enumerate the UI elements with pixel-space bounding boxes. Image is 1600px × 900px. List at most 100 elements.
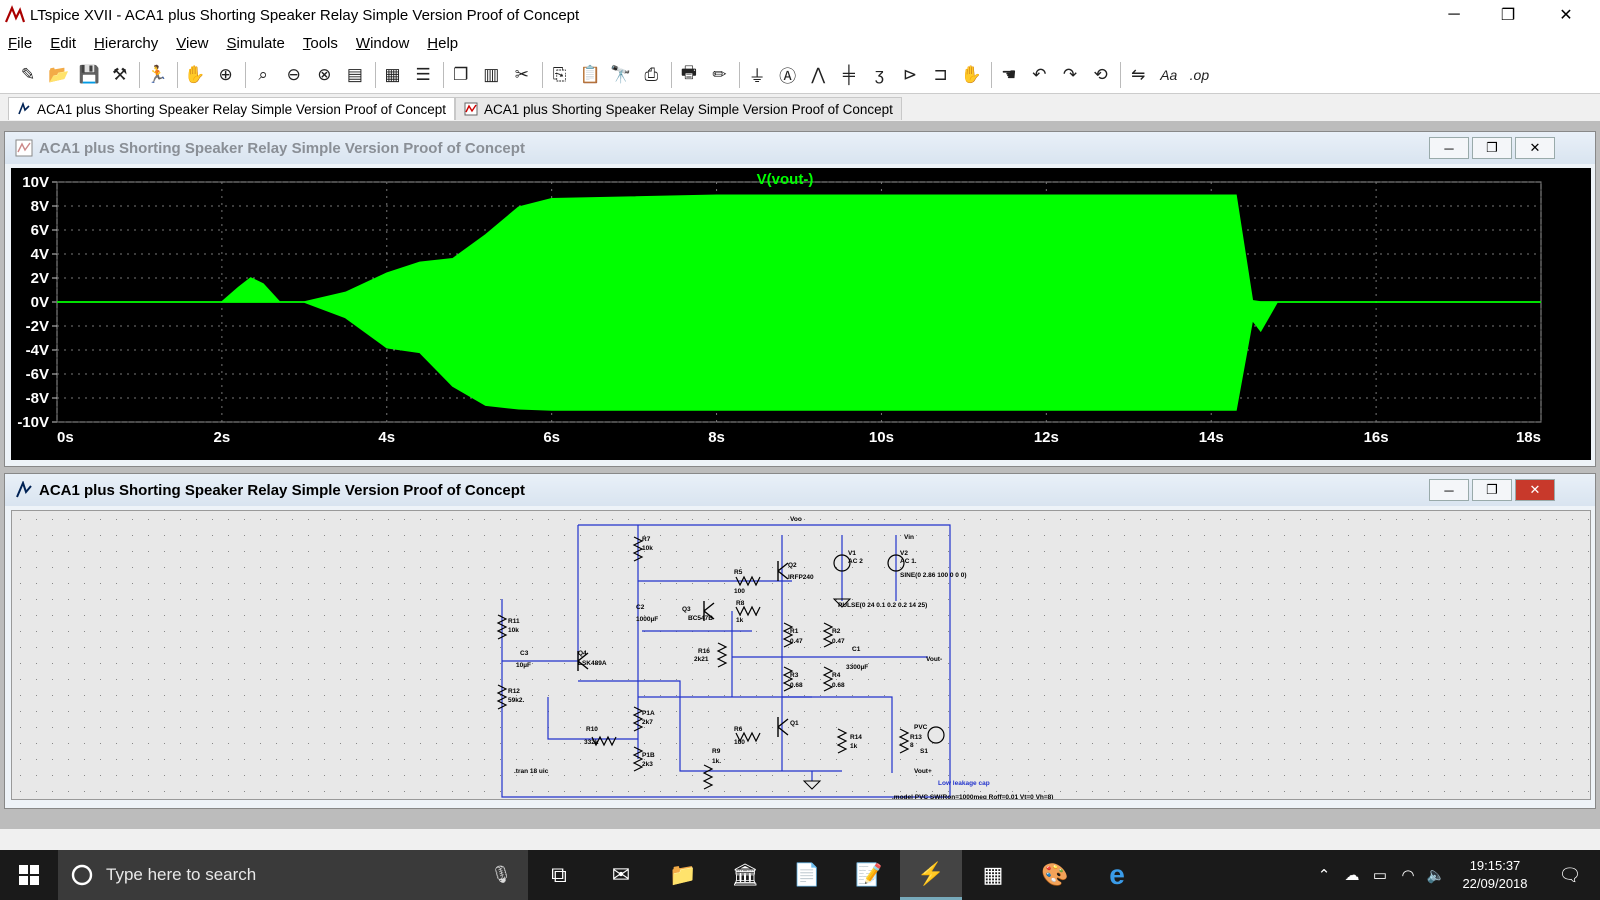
resistor-symbol[interactable] <box>716 642 728 668</box>
save-icon[interactable]: 💾 <box>78 64 100 84</box>
schematic-label[interactable]: BC547B <box>688 615 713 622</box>
resistor-symbol[interactable] <box>822 666 834 692</box>
schematic-label[interactable]: R12 <box>508 688 520 695</box>
schematic-label[interactable]: SINE(0 2.86 100 0 0 0) <box>900 572 967 579</box>
edge-icon[interactable]: e <box>1109 859 1125 890</box>
find-icon[interactable]: 🔭 <box>610 64 632 84</box>
resistor-symbol[interactable] <box>496 614 508 640</box>
tab-schematic[interactable]: ACA1 plus Shorting Speaker Relay Simple … <box>8 97 455 120</box>
schematic-label[interactable]: 100 <box>734 588 745 595</box>
menu-tools[interactable]: Tools <box>302 34 338 52</box>
resistor-symbol[interactable] <box>735 575 761 587</box>
schematic-label[interactable]: 0.47 <box>790 638 803 645</box>
spice-directive-icon[interactable]: .op <box>1189 66 1210 83</box>
schematic-label[interactable]: AC 2 <box>848 558 863 565</box>
schematic-label[interactable]: 0.68 <box>790 682 803 689</box>
source-symbol[interactable] <box>887 554 905 572</box>
menu-file[interactable]: File <box>8 34 33 52</box>
resistor-symbol[interactable] <box>782 666 794 692</box>
schematic-label[interactable]: R9 <box>712 748 721 755</box>
resistor-symbol[interactable] <box>496 684 508 710</box>
schematic-label[interactable]: V1 <box>848 550 856 557</box>
resistor-symbol[interactable] <box>632 706 644 732</box>
wire-icon[interactable]: ✏ <box>712 64 727 84</box>
menu-help[interactable]: Help <box>427 34 459 52</box>
schematic-label[interactable]: Vin <box>904 534 914 541</box>
onedrive-icon[interactable]: ☁ <box>1344 867 1360 884</box>
zoom-fit-icon[interactable]: ⌕ <box>258 64 268 84</box>
volume-icon[interactable]: 🔈 <box>1426 867 1446 884</box>
schematic-label[interactable]: PVC <box>914 724 928 731</box>
tab-waveform[interactable]: ACA1 plus Shorting Speaker Relay Simple … <box>454 97 902 120</box>
menu-simulate[interactable]: Simulate <box>226 34 285 52</box>
bank-icon[interactable]: 🏛 <box>731 862 759 887</box>
paint-icon[interactable]: 🎨 <box>1041 862 1069 887</box>
schematic-label[interactable]: LSK489A <box>578 660 607 667</box>
mirror-icon[interactable]: ⇋ <box>1131 64 1146 84</box>
close-button[interactable]: ✕ <box>1559 7 1573 24</box>
schematic-label[interactable]: P1A <box>642 710 655 717</box>
ground-icon[interactable]: ⏚ <box>748 67 766 86</box>
source-symbol[interactable] <box>927 726 945 744</box>
calculator-icon[interactable]: ▦ <box>982 862 1004 887</box>
outlook-icon[interactable]: ✉ <box>611 862 631 887</box>
schematic-label[interactable]: Q3 <box>682 606 691 613</box>
transistor-symbol[interactable] <box>577 651 589 671</box>
resistor-symbol[interactable] <box>822 622 834 648</box>
document-icon[interactable]: 📄 <box>793 862 821 887</box>
cut-icon[interactable]: ✂ <box>514 64 530 84</box>
schematic-label[interactable]: Vout- <box>926 656 942 663</box>
schematic-label[interactable]: 0.68 <box>832 682 845 689</box>
schematic-label[interactable]: P1B <box>642 752 655 759</box>
resistor-symbol[interactable] <box>836 728 848 754</box>
schematic-label[interactable]: 59k2. <box>508 697 524 704</box>
pane-maximize-button[interactable]: ❐ <box>1472 137 1512 159</box>
wire[interactable] <box>782 696 893 773</box>
schematic-label[interactable]: R7 <box>642 536 651 543</box>
schematic-label[interactable]: Vout+ <box>914 768 932 775</box>
wire[interactable] <box>547 697 638 740</box>
schematic-label[interactable]: 1k <box>736 617 744 624</box>
schematic-label[interactable]: R6 <box>734 726 743 733</box>
resistor-symbol[interactable] <box>591 735 617 747</box>
schematic-label[interactable]: R5 <box>734 569 743 576</box>
schematic-label[interactable]: PULSE(0 24 0.1 0.2 0.2 14 25) <box>838 602 927 609</box>
schematic-label[interactable]: .tran 18 uic <box>514 768 549 775</box>
task-view-icon[interactable]: ⧉ <box>551 862 567 887</box>
schematic-label[interactable]: 10k <box>642 545 653 552</box>
schematic-label[interactable]: R11 <box>508 618 520 625</box>
taskbar-search[interactable]: Type here to search 🎙 <box>58 850 528 900</box>
microphone-icon[interactable]: 🎙 <box>490 865 512 884</box>
schematic-label[interactable]: Voo <box>790 516 802 523</box>
transistor-symbol[interactable] <box>777 717 789 737</box>
clock[interactable]: 19:15:37 22/09/2018 <box>1450 857 1540 893</box>
schematic-label[interactable]: R8 <box>736 600 745 607</box>
schematic-label[interactable]: R13 <box>910 734 922 741</box>
pane-minimize-button[interactable]: ─ <box>1429 479 1469 501</box>
schematic-label[interactable]: R3 <box>790 672 799 679</box>
schematic-label[interactable]: S1 <box>920 748 928 755</box>
schematic-label[interactable]: R14 <box>850 734 862 741</box>
text-icon[interactable]: Aa <box>1160 66 1178 83</box>
tile-horizontal-icon[interactable]: ☰ <box>415 64 431 84</box>
resistor-symbol[interactable] <box>632 536 644 562</box>
chevron-up-icon[interactable]: ⌃ <box>1317 867 1331 884</box>
tile-vertical-icon[interactable]: ▥ <box>483 64 500 84</box>
label-icon[interactable]: Ⓐ <box>779 67 797 86</box>
transistor-symbol[interactable] <box>777 561 789 581</box>
resistor-icon[interactable]: ⋀ <box>811 64 826 84</box>
maximize-button[interactable]: ❐ <box>1500 7 1516 24</box>
schematic-label[interactable]: 100 <box>734 739 745 746</box>
schematic-label[interactable]: Q4 <box>578 650 587 657</box>
wifi-icon[interactable]: ◠ <box>1401 867 1415 884</box>
schematic-label[interactable]: 2k21 <box>694 656 709 663</box>
component-icon[interactable]: ⊐ <box>933 64 948 84</box>
grid-icon[interactable]: ▦ <box>384 64 401 84</box>
run-icon[interactable]: 🏃 <box>146 64 168 84</box>
menu-edit[interactable]: Edit <box>50 34 77 52</box>
schematic-label[interactable]: C2 <box>636 604 645 611</box>
zoom-cancel-icon[interactable]: ⊗ <box>317 64 332 84</box>
